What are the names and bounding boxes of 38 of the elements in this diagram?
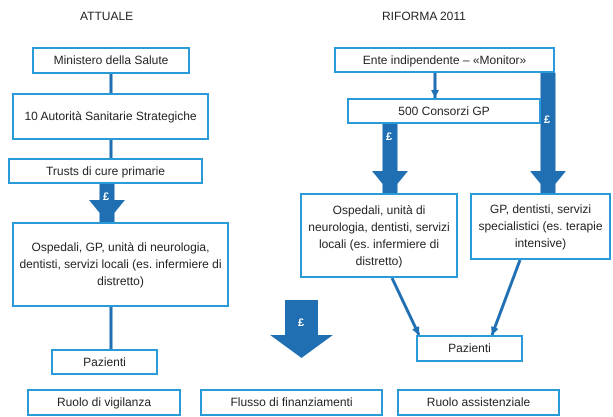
column-heading: RIFORMA 2011	[382, 10, 466, 22]
node-text: Ospedali, GP, unità di neurologia, dentisti, servizi locali (es. infermiere di distretto)	[18, 239, 223, 290]
process-box	[51, 349, 158, 375]
process-box	[8, 158, 203, 184]
edge-label: £	[544, 115, 550, 126]
node-text: Pazienti	[83, 354, 126, 370]
node-text: Ruolo di vigilanza	[56, 394, 152, 411]
funding-arrow	[372, 124, 408, 193]
process-box	[27, 389, 181, 416]
column-heading: ATTUALE	[80, 10, 134, 22]
process-box	[12, 222, 229, 307]
node-text: Ospedali, unità di neurologia, dentisti, servizi locali (es. infermiere di distretto)	[307, 202, 451, 270]
node-text: GP, dentisti, servizi specialistici (es. terapie intensive)	[477, 201, 604, 252]
node-text: 500 Consorzi GP	[398, 102, 490, 120]
currency-symbol: £	[298, 318, 304, 329]
process-box	[300, 193, 458, 278]
node-text: Ente indipendente – «Monitor»	[362, 52, 526, 68]
process-box	[334, 47, 555, 73]
node-text: Trusts di cure primarie	[46, 162, 165, 180]
edge-label: £	[386, 132, 392, 143]
edge-label: £	[103, 192, 110, 203]
connector-arrow	[390, 277, 420, 336]
node-text: Ruolo assistenziale	[426, 394, 530, 411]
funding-arrow	[89, 184, 125, 222]
node-text: 10 Autorità Sanitarie Strategiche	[24, 108, 197, 125]
process-box	[416, 335, 523, 362]
connector-arrow	[490, 259, 522, 336]
process-box	[12, 93, 209, 140]
process-box	[470, 193, 611, 260]
process-box	[200, 389, 383, 416]
connector-arrow	[431, 73, 439, 98]
process-box	[32, 47, 190, 74]
node-text: Ministero della Salute	[54, 52, 168, 69]
process-box	[347, 98, 541, 124]
funding-arrow	[530, 73, 566, 193]
process-box	[397, 389, 560, 416]
node-text: Flusso di finanziamenti	[230, 394, 353, 411]
node-text: Pazienti	[448, 340, 491, 357]
